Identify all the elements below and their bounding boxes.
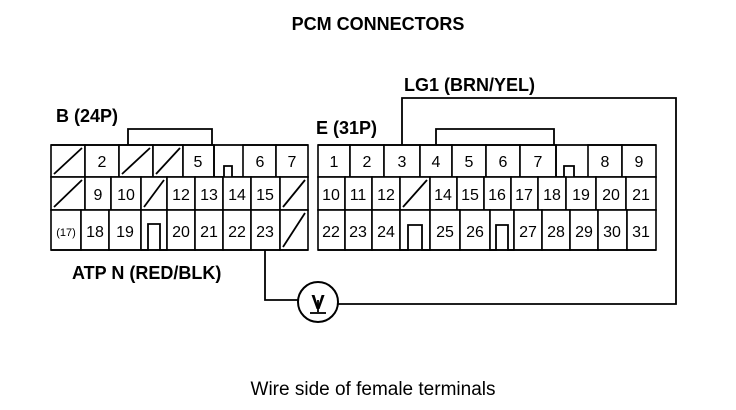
connector-b-pin-2: [84, 144, 120, 178]
connector-e-pin-23-label: 23: [349, 224, 367, 241]
connector-e-pin-14: [429, 176, 458, 211]
connector-e-key-bottom-1: [399, 209, 431, 251]
connector-b-pin-5-label: 5: [194, 154, 203, 171]
connector-b-pin-13-label: 13: [200, 187, 218, 204]
connector-e-pin-1: [317, 144, 351, 178]
connector-e-pin-22: [317, 209, 346, 251]
connector-b-cavity-24-blank: [282, 212, 306, 248]
connector-e-pin-21: [625, 176, 657, 211]
connector-e-pin-20-label: 20: [602, 187, 620, 204]
connector-b-pin-10-label: 10: [117, 187, 135, 204]
diagram-title: PCM CONNECTORS: [292, 14, 465, 34]
connector-e-cavity-13-blank: [402, 179, 428, 208]
connector-b-cavity-4-blank: [155, 147, 181, 175]
diagram-caption: Wire side of female terminals: [251, 379, 496, 400]
connector-b-cavity-3-blank: [121, 147, 151, 175]
connector-b-pin-20-label: 20: [172, 224, 190, 241]
connector-e-pin-15-label: 15: [461, 187, 479, 204]
connector-b-pin-19-label: 19: [116, 224, 134, 241]
connector-e-lock-tab: [435, 128, 555, 145]
connector-e-pin-5: [451, 144, 487, 178]
connector-e-pin-28-label: 28: [547, 224, 565, 241]
connector-b-pin-19: [108, 209, 142, 251]
connector-e-pin-19-label: 19: [572, 187, 590, 204]
connector-e-pin-11: [344, 176, 373, 211]
connector-e-pin-4-label: 4: [432, 154, 441, 171]
connector-e-key-top: [555, 145, 588, 178]
connector-b: 2 5 6 7 9 10 12 13 14 15 (17): [50, 128, 309, 251]
connector-b-pin-21-label: 21: [200, 224, 218, 241]
connector-e: 1 2 3 4 5 6 7 8 9 10 11 12 14 15 16 17: [317, 128, 657, 251]
connector-e-pin-24-label: 24: [377, 224, 395, 241]
connector-e-pin-7-label: 7: [534, 154, 543, 171]
connector-b-pin-15-label: 15: [256, 187, 274, 204]
connector-b-pin-12: [166, 176, 196, 211]
connector-b-pin-17: [50, 209, 82, 251]
connector-b-pin-7: [275, 144, 309, 178]
connector-b-key-top: [213, 145, 243, 178]
connector-e-pin-21-label: 21: [632, 187, 650, 204]
connector-b-pin-14-label: 14: [228, 187, 246, 204]
connector-b-pin-23-label: 23: [256, 224, 274, 241]
connector-b-pin-13: [194, 176, 224, 211]
connector-e-pin-9-label: 9: [635, 154, 644, 171]
connector-e-pin-18: [537, 176, 567, 211]
connector-e-pin-17-label: 17: [515, 187, 533, 204]
connector-b-key-bottom: [140, 209, 168, 251]
connector-b-pin-22-label: 22: [228, 224, 246, 241]
connector-e-pin-14-label: 14: [434, 187, 452, 204]
connector-e-pin-27-label: 27: [519, 224, 537, 241]
connector-e-pin-10-label: 10: [322, 187, 340, 204]
connector-b-cavity-8-blank: [53, 179, 83, 208]
connector-b-pin-23: [250, 209, 281, 251]
connector-b-pin-7-label: 7: [288, 154, 297, 171]
connector-e-pin-26-label: 26: [466, 224, 484, 241]
wire-atp-n: [264, 250, 298, 301]
connector-e-pin-22-label: 22: [322, 224, 340, 241]
connector-e-pin-6-label: 6: [499, 154, 508, 171]
connector-b-cavity-16-blank: [282, 179, 306, 208]
connector-b-pin-18-label: 18: [86, 224, 104, 241]
connector-e-pin-3-label: 3: [398, 154, 407, 171]
connector-b-pin-17-label: (17): [56, 227, 76, 239]
connector-e-pin-8-label: 8: [601, 154, 610, 171]
connector-b-pin-6-label: 6: [256, 154, 265, 171]
connector-b-cavity-11-blank: [143, 179, 165, 208]
connector-e-pin-29-label: 29: [575, 224, 593, 241]
connector-b-lock-tab: [127, 128, 213, 145]
connector-b-pin-14: [222, 176, 252, 211]
connector-e-pin-18-label: 18: [543, 187, 561, 204]
connector-e-pin-12-label: 12: [377, 187, 395, 204]
wire-lg1: [338, 97, 677, 305]
connector-e-pin-12: [371, 176, 401, 211]
connector-e-pin-30-label: 30: [603, 224, 621, 241]
wire-lg1-label: LG1 (BRN/YEL): [404, 75, 535, 95]
connector-b-pin-9-label: 9: [94, 187, 103, 204]
connector-b-label: B (24P): [56, 106, 118, 126]
connector-e-key-bottom-2: [489, 209, 515, 251]
connector-e-pin-28: [541, 209, 571, 251]
connector-b-pin-20: [166, 209, 196, 251]
connector-e-pin-11-label: 11: [350, 187, 367, 204]
wire-atp-n-label: ATP N (RED/BLK): [72, 263, 221, 283]
connector-e-pin-16-label: 16: [488, 187, 506, 204]
connector-b-pin-12-label: 12: [172, 187, 190, 204]
connector-e-pin-2-label: 2: [363, 154, 372, 171]
connector-b-cavity-1-blank: [53, 147, 83, 175]
voltmeter: V: [297, 281, 339, 323]
connector-e-label: E (31P): [316, 118, 377, 138]
connector-e-pin-5-label: 5: [465, 154, 474, 171]
connector-e-pin-1-label: 1: [330, 154, 339, 171]
connector-b-pin-2-label: 2: [98, 154, 107, 171]
connector-e-pin-25-label: 25: [436, 224, 454, 241]
connector-e-pin-31-label: 31: [632, 224, 650, 241]
